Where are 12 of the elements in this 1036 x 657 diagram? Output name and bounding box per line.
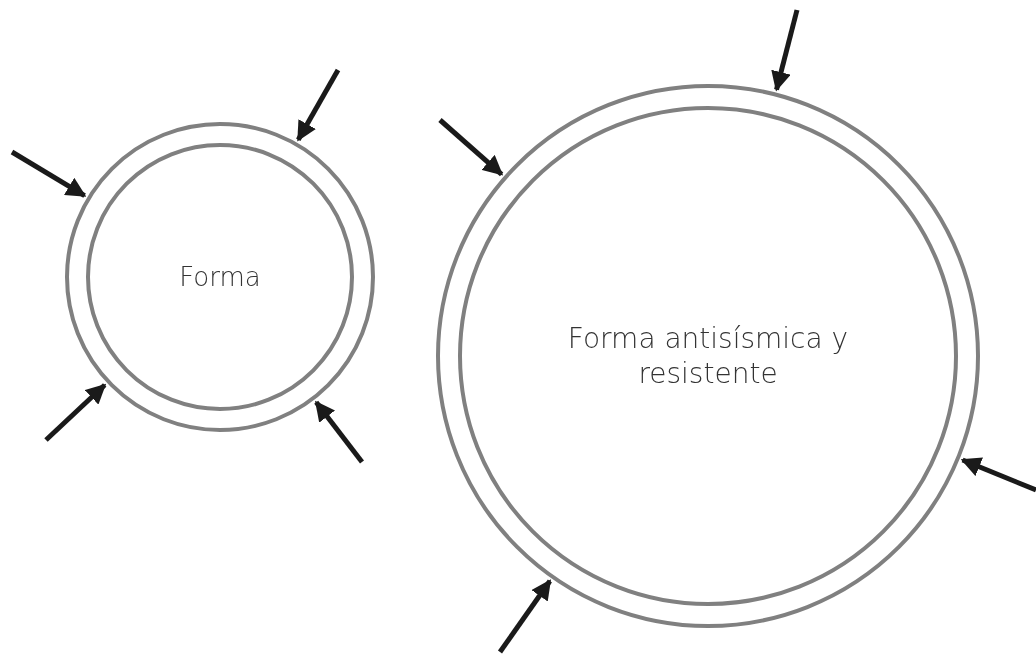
arrow — [497, 579, 552, 654]
double-ring-circle — [436, 84, 980, 628]
arrow — [296, 68, 341, 142]
arrow — [44, 383, 107, 442]
arrow — [10, 149, 87, 198]
arrow — [438, 118, 504, 177]
double-ring-circle — [65, 122, 375, 432]
arrow — [314, 400, 364, 464]
arrow — [960, 457, 1036, 493]
shape-label: Forma — [179, 260, 261, 294]
arrow — [771, 9, 800, 92]
shape-label: Forma antisísmica y resistente — [566, 321, 850, 391]
